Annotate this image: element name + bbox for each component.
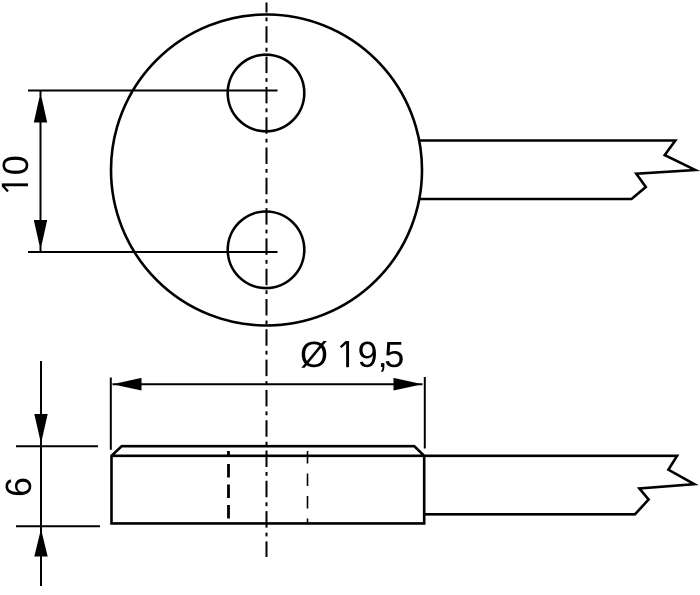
svg-text:Ø: Ø	[300, 334, 328, 375]
svg-text:5: 5	[384, 334, 404, 375]
svg-text:0: 0	[0, 155, 36, 175]
svg-text:9,: 9,	[358, 334, 388, 375]
svg-text:6: 6	[0, 477, 39, 497]
